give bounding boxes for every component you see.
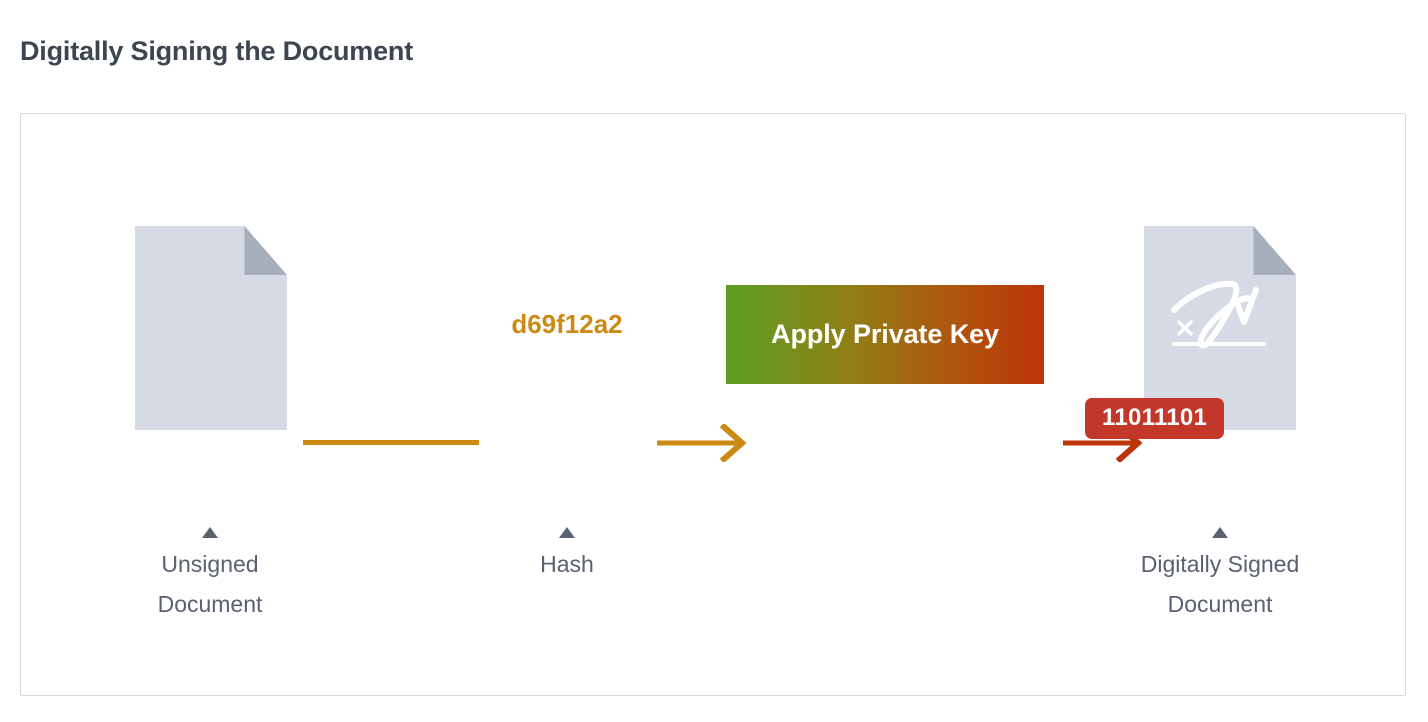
triangle-up-icon (559, 527, 575, 538)
page-title: Digitally Signing the Document (20, 36, 414, 66)
connector-document-to-hash (303, 440, 479, 445)
caption-line: Document (157, 591, 263, 617)
triangle-up-icon (202, 527, 218, 538)
diagram-stage: d69f12a2 Apply Private Key (21, 114, 1405, 695)
digitally-signed-document-icon (1144, 226, 1296, 430)
caption-line: Digitally Signed (1140, 551, 1300, 577)
caption-line: Hash (540, 551, 594, 577)
diagram-card: d69f12a2 Apply Private Key (20, 113, 1406, 696)
caption-line: Unsigned (161, 551, 259, 577)
binary-signature-badge: 11011101 (1085, 398, 1225, 439)
hash-value: d69f12a2 (511, 309, 623, 339)
apply-private-key-label: Apply Private Key (771, 319, 999, 349)
caption-digitally-signed-document: Digitally Signed Document (1050, 527, 1390, 624)
arrow-right-icon-hash-to-key (657, 424, 747, 462)
caption-line: Document (1167, 591, 1273, 617)
triangle-up-icon (1212, 527, 1228, 538)
caption-hash: Hash (447, 527, 687, 584)
caption-unsigned-document: Unsigned Document (90, 527, 330, 624)
unsigned-document-icon (135, 226, 287, 430)
apply-private-key-box[interactable]: Apply Private Key (726, 285, 1044, 384)
